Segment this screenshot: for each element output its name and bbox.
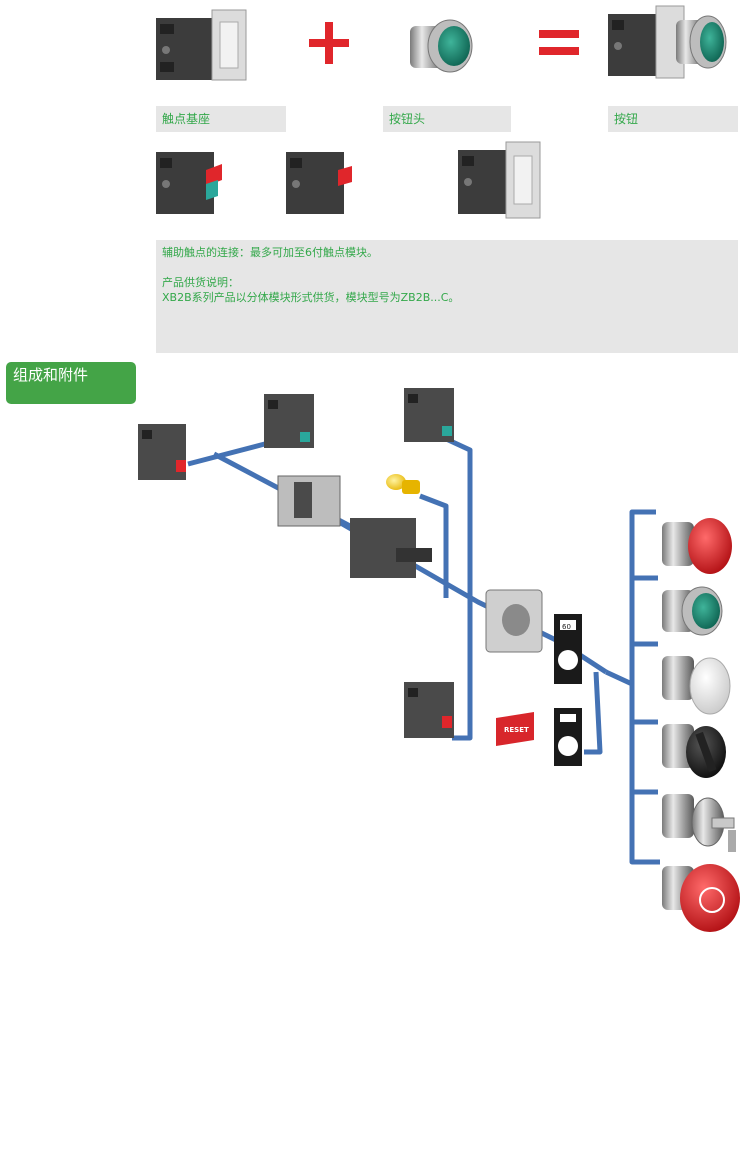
button-head-green-icon [410,19,473,73]
info-contact-note: 辅助触点的连接：最多可加至6付触点模块。 [162,246,378,259]
head-white-flush-icon [662,656,731,715]
contact-block-teal-icon [404,388,454,442]
adapter-icon [277,475,341,527]
contact-block-teal-icon [286,152,352,214]
contact-block-teal-icon [264,394,314,448]
contact-block-red-icon [404,682,454,738]
plus-icon [309,22,349,64]
button-label: 按钮 [608,106,738,132]
head-green-flush-icon [662,586,723,636]
section-tag: 组成和附件 [6,362,136,404]
base-collar-icon [485,589,543,653]
contact-base-label: 触点基座 [156,106,286,132]
base-collar-icon [458,141,541,219]
assembled-button-icon [608,5,727,79]
contact-block-icon [156,9,247,81]
legend-label: 60 [562,623,571,631]
light-module-icon [350,518,432,578]
equals-icon [539,30,579,55]
head-key-switch-icon [662,794,736,852]
head-red-flush-icon [662,518,732,574]
reset-legend-icon [496,712,534,746]
pilot-light-bulb-icon [386,474,420,494]
legend-holder-icon [554,614,582,684]
reset-label: RESET [504,726,529,734]
contact-block-icon [138,424,186,480]
head-selector-black-icon [662,724,726,778]
info-supply-title: 产品供货说明： [162,276,239,289]
info-supply-detail: XB2B系列产品以分体模块形式供货，模块型号为ZB2B...C。 [162,291,460,304]
button-head-label: 按钮头 [383,106,511,132]
head-emergency-stop-icon [662,864,740,932]
contact-block-red-icon [156,152,222,214]
legend-holder-icon [554,708,582,766]
info-panel: 辅助触点的连接：最多可加至6付触点模块。 产品供货说明： XB2B系列产品以分体… [156,240,738,353]
connector-lines [187,435,660,865]
